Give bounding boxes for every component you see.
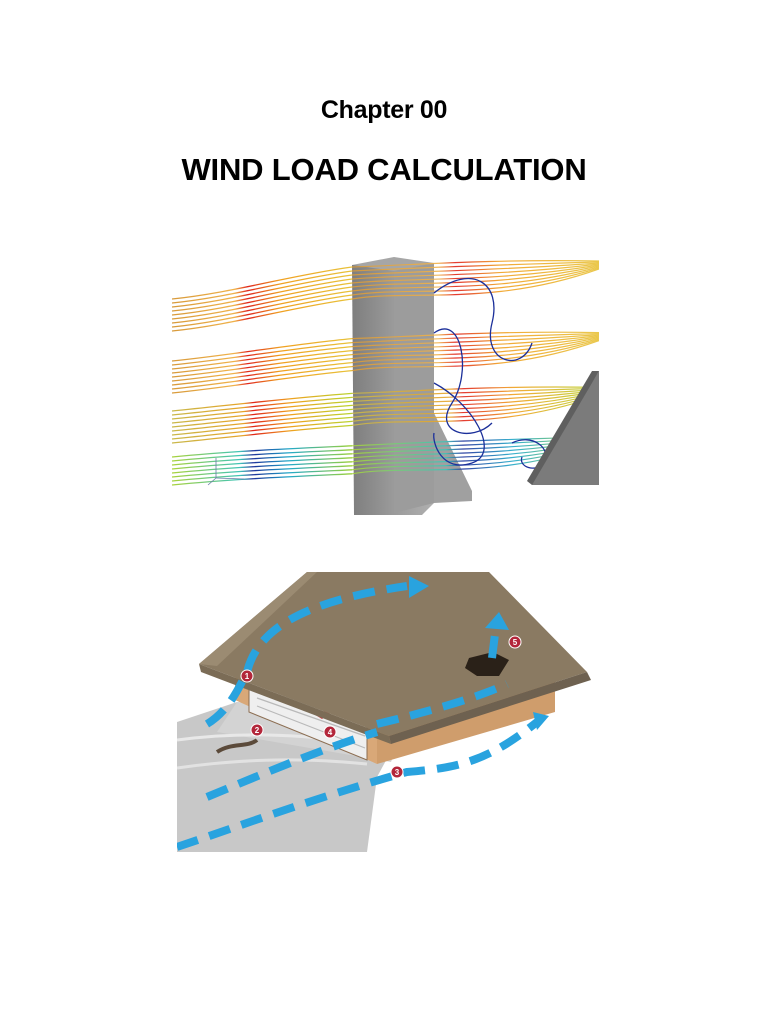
streamline [351,340,599,372]
streamline [172,469,353,482]
axis-triad [207,458,245,486]
house-wind-figure: 1 2 3 4 5 [177,572,594,852]
streamline [172,449,353,462]
wake-vortex-line [433,277,533,361]
streamline [351,262,599,276]
chapter-label: Chapter 00 [320,96,448,124]
streamline [351,388,599,402]
cfd-streamline-figure [172,253,599,516]
callout-2-label: 2 [255,726,260,735]
wake-vortex-line [433,328,493,435]
streamline [172,404,353,424]
streamline [172,361,353,386]
streamline [351,393,599,422]
streamline [351,334,599,348]
streamline [351,268,599,300]
streamline [172,298,353,332]
streamline [172,290,353,324]
streamline [172,345,353,370]
streamline [172,270,353,304]
streamline [172,294,353,328]
streamline [172,357,353,382]
streamline [351,266,599,292]
streamline [172,396,353,416]
streamline [351,391,599,414]
streamline [172,274,353,308]
callout-1-marker [240,669,254,683]
callout-5-label: 5 [513,638,518,647]
streamline [351,335,599,352]
streamline [351,339,599,368]
wake-vortex-line [433,382,485,466]
streamline [172,365,353,390]
chapter-title: WIND LOAD CALCULATION [181,152,587,187]
streamline [172,420,353,440]
streamline [172,282,353,316]
house-wind-image: 1 2 3 4 5 [177,572,594,852]
streamline [172,412,353,432]
streamline [172,353,353,378]
streamline [351,331,599,340]
roof-damage [465,652,509,676]
streamline [351,264,599,284]
streamline [172,416,353,436]
streamline [351,267,599,296]
streamline [172,341,353,366]
streamline [172,369,353,394]
streamline [172,266,353,300]
streamline [172,473,353,486]
streamline [351,263,599,280]
streamline [172,465,353,478]
streamline [172,337,353,362]
streamline [351,337,599,360]
callout-3-label: 3 [395,768,400,777]
cfd-streamline-image [172,253,599,516]
streamline [351,338,599,364]
wind-path-arrows [177,582,540,851]
callout-4-label: 4 [328,728,333,737]
streamline [351,386,599,394]
streamline [351,394,599,426]
streamlines-upstream [172,266,353,486]
adjacent-building-model [527,371,599,485]
streamline [172,278,353,312]
streamline [172,453,353,466]
callout-3-marker [390,765,404,779]
streamline [172,400,353,420]
streamline [351,336,599,356]
wind-arrowheads [409,576,549,730]
callout-5-marker [508,635,522,649]
streamline [172,408,353,428]
streamline [351,265,599,288]
streamline [172,461,353,474]
streamline [351,392,599,418]
callout-2-marker [250,723,264,737]
callout-4-marker [323,725,337,739]
debris [215,738,259,754]
streamline [351,261,599,272]
callout-1-label: 1 [245,672,250,681]
streamline [172,349,353,374]
streamline [172,424,353,444]
streamline [172,392,353,412]
streamline [351,260,599,268]
streamline [172,445,353,458]
streamline [172,286,353,320]
streamline [172,457,353,470]
streamline [351,390,599,410]
callout-markers: 1 2 3 4 5 [240,635,522,779]
